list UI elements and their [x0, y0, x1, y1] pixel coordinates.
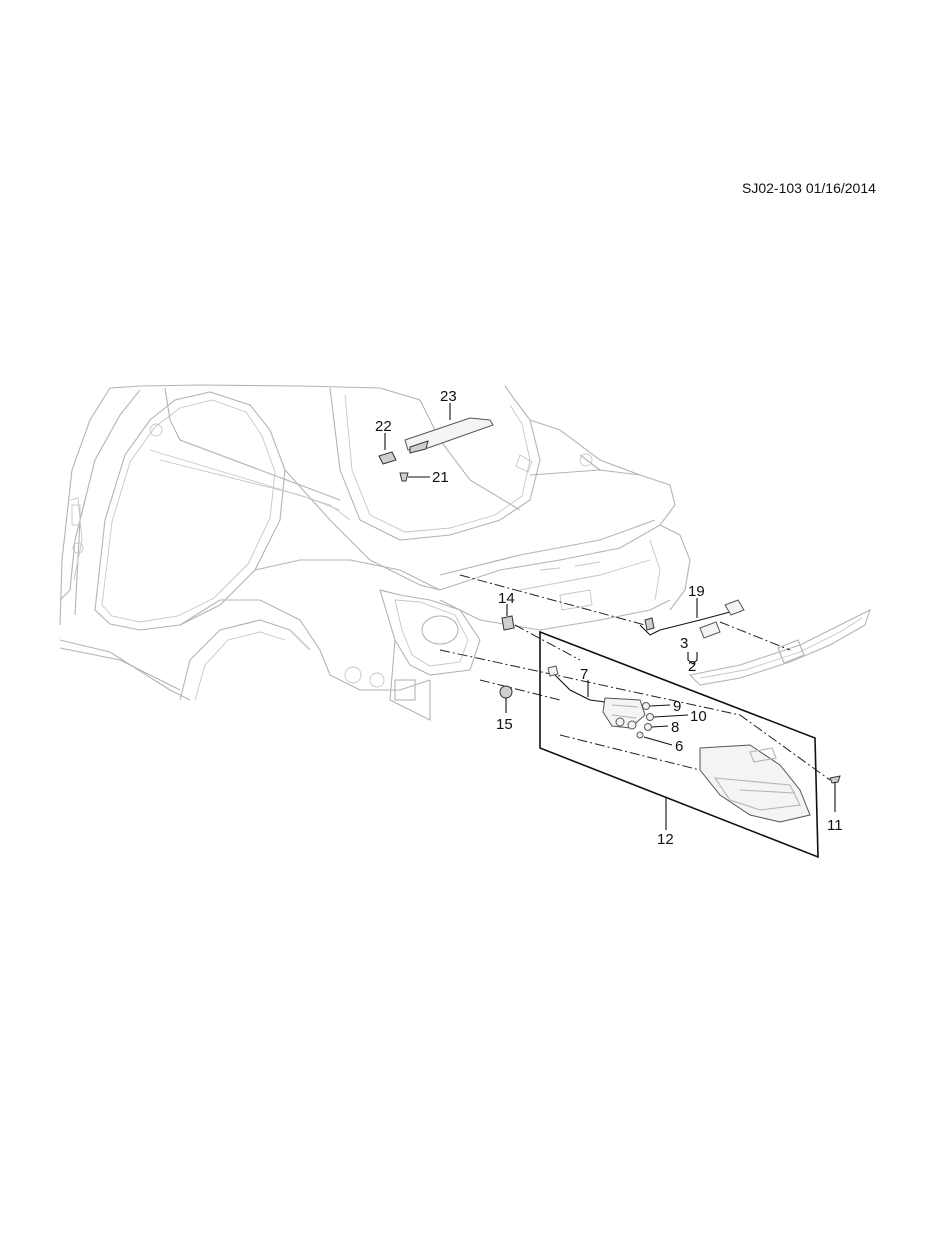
part-21-screw — [399, 472, 430, 482]
part-9-bulb — [642, 702, 671, 710]
part-6-bulb — [636, 731, 673, 746]
callout-22: 22 — [375, 418, 392, 435]
callout-8: 8 — [671, 719, 679, 736]
rear-applique-trim — [688, 608, 871, 686]
document-id: SJ02-103 01/16/2014 — [742, 180, 876, 196]
bulb-socket-cluster — [602, 697, 646, 730]
part-22-clip — [378, 433, 397, 465]
callout-14: 14 — [498, 590, 515, 607]
part-11-bolt — [829, 775, 841, 812]
part-10-bulb — [646, 713, 689, 721]
callout-9: 9 — [673, 698, 681, 715]
callout-2: 2 — [688, 658, 696, 675]
part-8-bulb — [644, 723, 669, 731]
part-14-nut — [501, 604, 515, 631]
car-body-outline — [59, 384, 691, 721]
callout-19: 19 — [688, 583, 705, 600]
callout-12: 12 — [657, 831, 674, 848]
callout-15: 15 — [496, 716, 513, 733]
part-15-grommet — [499, 685, 513, 713]
callout-6: 6 — [675, 738, 683, 755]
callout-labels: 23 22 21 14 15 19 3 2 7 9 10 8 6 11 12 — [375, 388, 843, 848]
callout-10: 10 — [690, 708, 707, 725]
callout-23: 23 — [440, 388, 457, 405]
part-7-wiring-harness — [547, 665, 606, 703]
part-19-license-lamp-harness — [639, 598, 745, 636]
assembly-centerlines — [439, 574, 831, 781]
callout-11: 11 — [827, 817, 843, 834]
part-12-tail-lamp-kit-frame — [539, 630, 819, 859]
callout-21: 21 — [432, 469, 449, 486]
callout-3: 3 — [680, 635, 688, 652]
callout-7: 7 — [580, 666, 588, 683]
tail-lamp-assembly — [699, 744, 811, 823]
part-23-high-mount-stop-lamp — [404, 403, 494, 454]
part-2-3-license-lamp — [687, 621, 721, 665]
